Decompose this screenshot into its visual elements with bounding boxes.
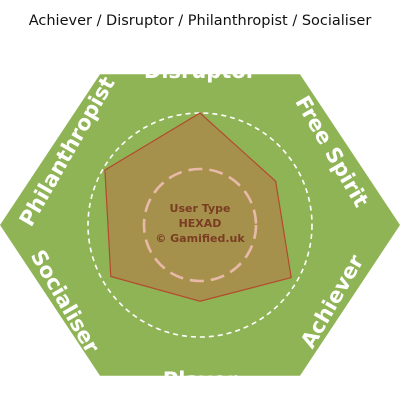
center-line-copyright: © Gamified.uk <box>155 232 245 245</box>
label-player: Player <box>163 368 238 392</box>
outer-scale-circle <box>87 112 313 338</box>
profile-polygon <box>104 112 292 302</box>
center-line-user-type: User Type <box>170 202 231 215</box>
label-disruptor: Disruptor <box>144 59 257 83</box>
inner-scale-circle <box>142 167 258 283</box>
caption-title: Achiever / Disruptor / Philanthropist / … <box>28 13 372 29</box>
center-line-hexad: HEXAD <box>179 217 222 230</box>
